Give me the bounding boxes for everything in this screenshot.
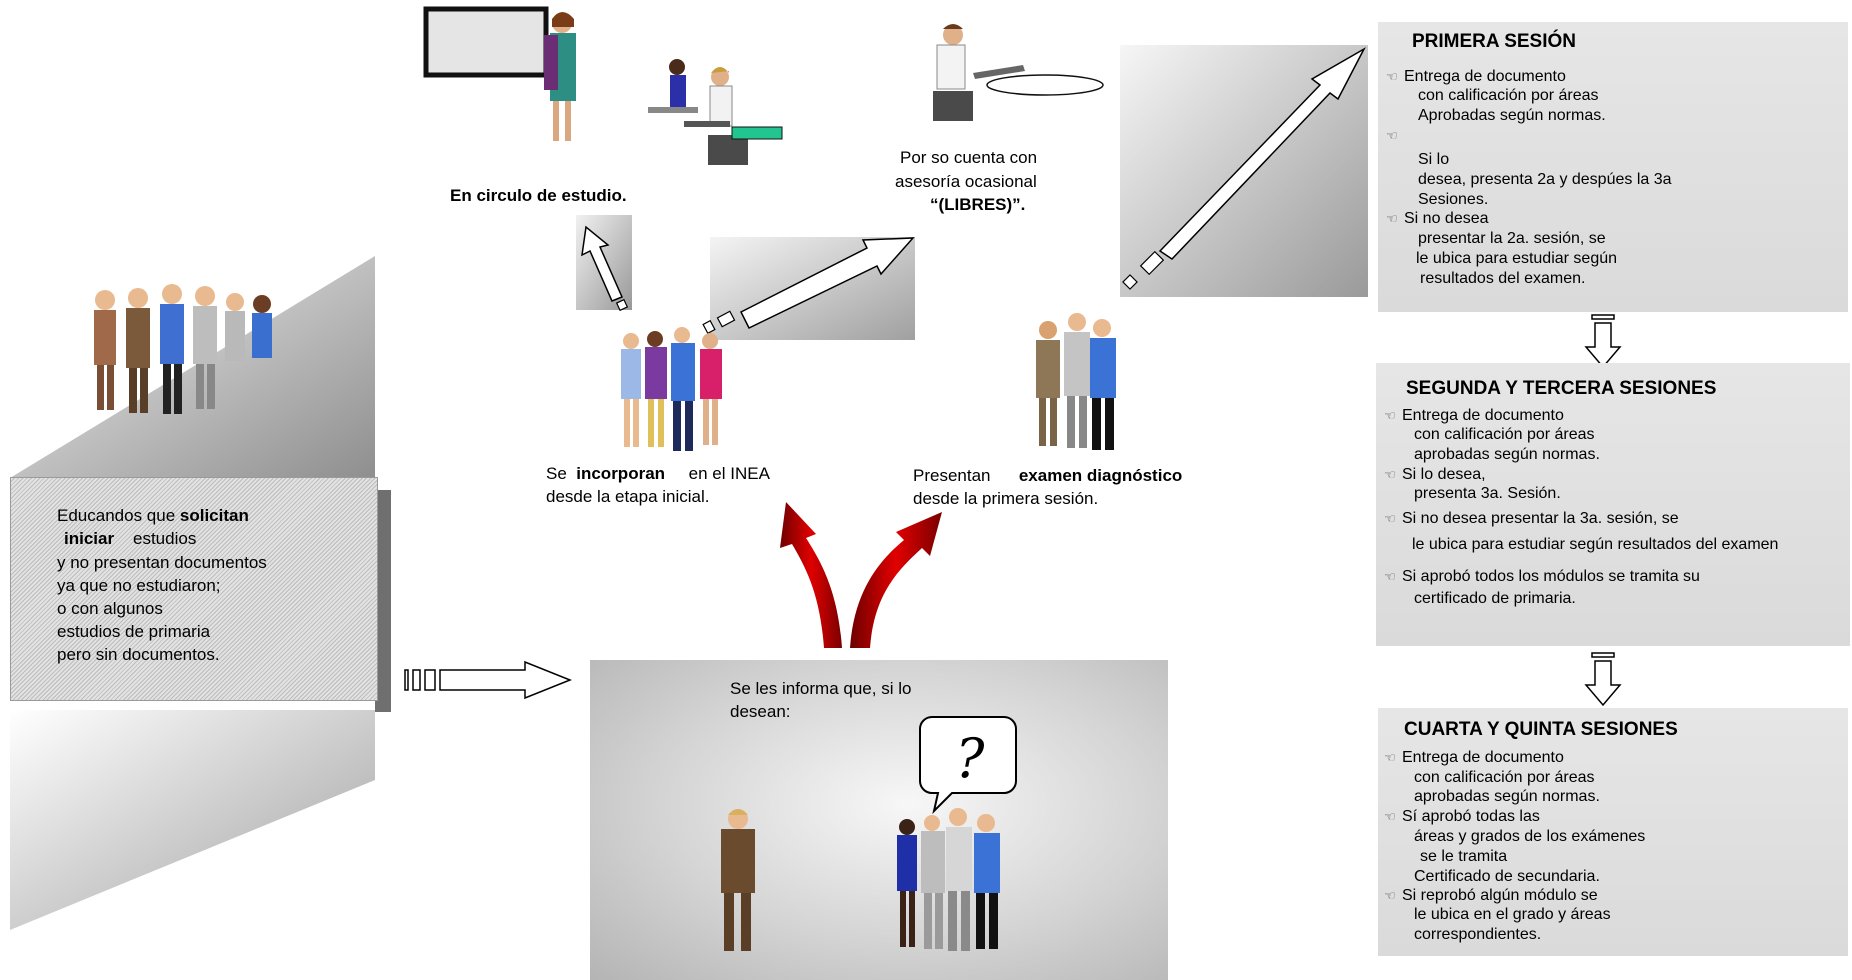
hollow-arrow-icon	[404, 660, 573, 700]
segunda-line-9: certificado de primaria.	[1414, 590, 1576, 607]
examen-group-illustration	[1036, 313, 1116, 450]
cuarta-line-9: le ubica en el grado y áreas	[1414, 906, 1611, 923]
hollow-arrow-icon	[1584, 314, 1622, 369]
primera-line-3: Aprobadas según normas.	[1418, 107, 1606, 124]
left-line-5: o con algunos	[57, 599, 163, 618]
pointing-hand-icon: ☜	[1384, 569, 1396, 584]
segunda-line-8: ☜Si aprobó todos los módulos se tramita …	[1384, 568, 1700, 585]
primera-line-1: ☜Entrega de documento	[1386, 68, 1566, 85]
inform-box	[590, 660, 1168, 980]
left-description-box	[10, 477, 378, 701]
segunda-line-3: aprobadas según normas.	[1414, 446, 1600, 463]
left-line-4: ya que no estudiaron;	[57, 576, 221, 595]
cuarta-line-5: áreas y grados de los exámenes	[1414, 828, 1646, 845]
pointing-hand-icon: ☜	[1386, 211, 1398, 226]
incorporan-group-illustration	[621, 327, 722, 451]
pointing-hand-icon: ☜	[1384, 750, 1396, 765]
cuarta-line-4: ☜Sí aprobó todas las	[1384, 808, 1540, 825]
left-line-7: pero sin documentos.	[57, 645, 220, 664]
left-line-2: iniciar estudios	[64, 529, 197, 548]
primera-line-7: Sesiones.	[1418, 191, 1489, 208]
segunda-title: SEGUNDA Y TERCERA SESIONES	[1406, 378, 1717, 399]
pointing-hand-icon: ☜	[1384, 408, 1396, 423]
cuarta-line-3: aprobadas según normas.	[1414, 788, 1600, 805]
left-3d-block	[10, 256, 391, 930]
primera-line-2: con calificación por áreas	[1418, 87, 1599, 104]
arrow-up-to-circle	[576, 215, 632, 312]
cuarta-line-8: ☜Si reprobó algún módulo se	[1384, 887, 1598, 904]
arrow-to-libres	[702, 237, 915, 340]
hollow-arrow-icon	[1584, 652, 1622, 707]
libres-line-2: asesoría ocasional	[895, 172, 1037, 191]
pointing-hand-icon: ☜	[1384, 467, 1396, 482]
listening-group-illustration	[897, 808, 1000, 951]
inform-line-2: desean:	[730, 702, 791, 721]
segunda-line-1: ☜Entrega de documento	[1384, 407, 1564, 424]
segunda-line-5: presenta 3a. Sesión.	[1414, 485, 1561, 502]
segunda-line-4: ☜Si lo desea,	[1384, 466, 1486, 483]
primera-title: PRIMERA SESIÓN	[1412, 31, 1576, 52]
primera-line-5: Si lo	[1418, 151, 1450, 168]
primera-line-10: le ubica para estudiar según	[1416, 250, 1618, 267]
cuarta-line-6: se le tramita	[1420, 848, 1508, 865]
arrow-to-primera	[1120, 45, 1368, 297]
segunda-line-2: con calificación por áreas	[1414, 426, 1595, 443]
cuarta-session-box	[1378, 708, 1848, 956]
left-line-6: estudios de primaria	[57, 622, 211, 641]
left-line-3: y no presentan documentos	[57, 553, 267, 572]
people-group-illustration	[94, 284, 272, 414]
cuarta-title: CUARTA Y QUINTA SESIONES	[1404, 719, 1678, 740]
primera-line-6: desea, presenta 2a y despúes la 3a	[1418, 171, 1672, 188]
advisor-man-illustration	[721, 809, 755, 951]
pointing-hand-icon: ☜	[1384, 888, 1396, 903]
libres-line-3: “(LIBRES)”.	[930, 195, 1026, 214]
libres-line-1: Por so cuenta con	[900, 148, 1038, 167]
students-desks-illustration	[648, 59, 783, 165]
circle-study-label: En circulo de estudio.	[450, 186, 627, 205]
primera-line-4: ☜	[1386, 126, 1404, 145]
examen-line-2: desde la primera sesión.	[913, 489, 1099, 508]
segunda-session-box	[1376, 363, 1850, 646]
cuarta-line-1: ☜Entrega de documento	[1384, 749, 1564, 766]
pointing-hand-icon: ☜	[1384, 809, 1396, 824]
primera-session-box	[1378, 22, 1848, 312]
man-computer-illustration	[933, 24, 1104, 121]
left-line-1: Educandos que solicitan	[57, 506, 249, 525]
pointing-hand-icon: ☜	[1386, 128, 1398, 143]
primera-line-8: ☜Si no desea	[1386, 210, 1489, 227]
question-bubble-icon: ?	[919, 716, 1017, 815]
red-split-arrow	[780, 502, 942, 648]
cuarta-line-7: Certificado de secundaria.	[1414, 868, 1600, 885]
incorporan-line-2: desde la etapa inicial.	[546, 487, 710, 506]
primera-line-11: resultados del examen.	[1420, 270, 1586, 287]
segunda-line-7: le ubica para estudiar según resultados …	[1412, 536, 1779, 553]
pointing-hand-icon: ☜	[1384, 511, 1396, 526]
inform-line-1: Se les informa que, si lo	[730, 679, 912, 698]
cuarta-line-10: correspondientes.	[1414, 926, 1542, 943]
cuarta-line-2: con calificación por áreas	[1414, 769, 1595, 786]
segunda-line-6: ☜Si no desea presentar la 3a. sesión, se	[1384, 510, 1679, 527]
examen-line-1: Presentan examen diagnóstico	[913, 466, 1183, 485]
svg-text:?: ?	[956, 727, 986, 790]
pointing-hand-icon: ☜	[1386, 69, 1398, 84]
incorporan-line-1: Se incorporan en el INEA	[546, 464, 770, 483]
primera-line-9: presentar la 2a. sesión, se	[1418, 230, 1606, 247]
teacher-whiteboard-illustration	[423, 6, 576, 141]
